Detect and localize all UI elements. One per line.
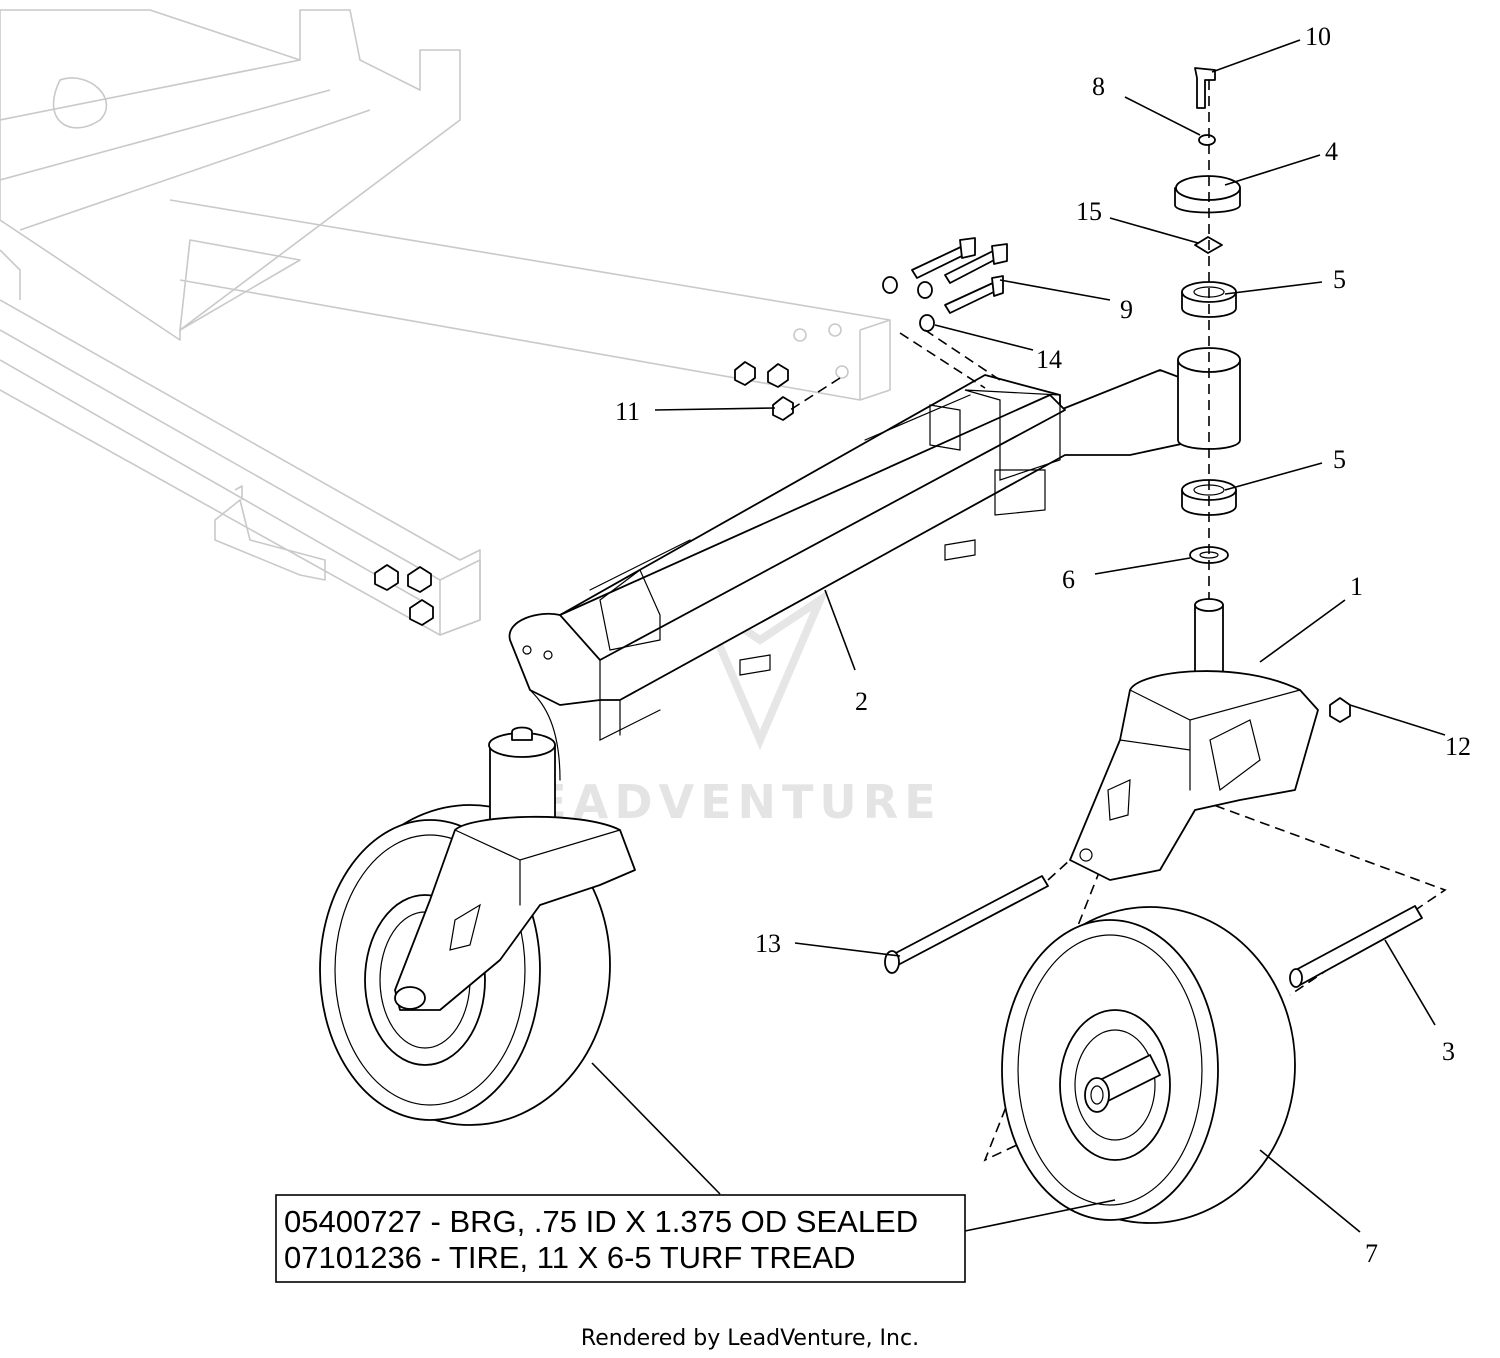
callout-3: 3	[1442, 1037, 1455, 1066]
callout-7: 7	[1365, 1239, 1378, 1268]
callout-12: 12	[1445, 732, 1471, 761]
axle-pins	[884, 875, 1423, 988]
right-caster-fork	[1069, 670, 1319, 881]
callout-8: 8	[1092, 72, 1105, 101]
callout-5-lower: 5	[1333, 445, 1346, 474]
render-credit: Rendered by LeadVenture, Inc.	[581, 1326, 919, 1351]
callout-13: 13	[755, 929, 781, 958]
parts-line-tire: 07101236 - TIRE, 11 X 6-5 TURF TREAD	[284, 1240, 855, 1275]
callout-15: 15	[1076, 197, 1102, 226]
bolt-set	[374, 237, 1351, 723]
mower-frame	[0, 9, 891, 636]
callout-6: 6	[1062, 565, 1075, 594]
callout-10: 10	[1305, 22, 1331, 51]
leader-lines	[591, 39, 1446, 1233]
callout-labels: 10 8 4 15 5 9 14 11 5 6 1 2 12 13 3 7	[615, 22, 1471, 1268]
parts-line-bearing: 05400727 - BRG, .75 ID X 1.375 OD SEALED	[284, 1204, 918, 1239]
callout-1: 1	[1350, 572, 1363, 601]
parts-info-box: 05400727 - BRG, .75 ID X 1.375 OD SEALED…	[275, 1194, 966, 1283]
right-wheel	[1001, 906, 1296, 1224]
callout-4: 4	[1325, 137, 1338, 166]
callout-5-upper: 5	[1333, 265, 1346, 294]
left-caster-fork	[394, 726, 636, 1011]
axle-beam	[508, 369, 1201, 781]
callout-9: 9	[1120, 295, 1133, 324]
callout-14: 14	[1036, 345, 1062, 374]
callout-2: 2	[855, 687, 868, 716]
callout-11: 11	[615, 397, 640, 426]
